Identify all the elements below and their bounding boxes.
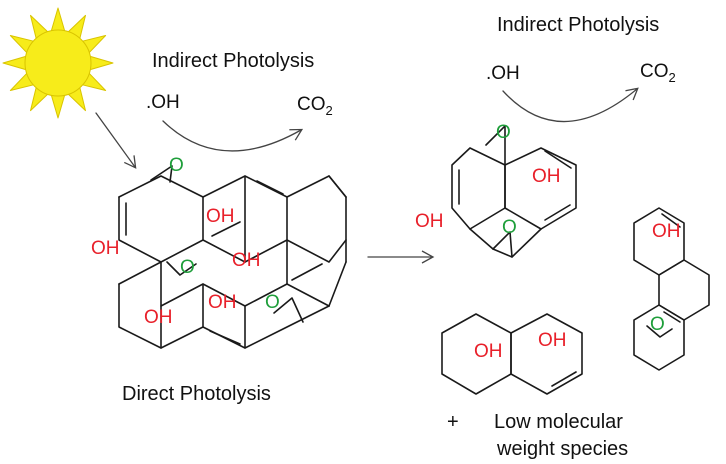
co2-left-main: CO bbox=[297, 94, 326, 115]
indirect-photolysis-right-label: Indirect Photolysis bbox=[497, 14, 659, 36]
oxidized-graphene-molecule bbox=[118, 165, 347, 349]
fragment3-hydroxyl: OH bbox=[652, 221, 681, 242]
co2-left-subscript: 2 bbox=[326, 103, 333, 118]
fragment2-hydroxyl-left: OH bbox=[474, 341, 503, 362]
epoxide-o-right: O bbox=[265, 292, 280, 313]
fragment1-epoxide-o-top: O bbox=[496, 122, 511, 143]
co2-right-label: CO2 bbox=[640, 61, 676, 85]
co2-right-subscript: 2 bbox=[669, 70, 676, 85]
fragment2-hydroxyl-right: OH bbox=[538, 330, 567, 351]
co2-right-main: CO bbox=[640, 61, 669, 82]
plus-sign: + bbox=[447, 411, 459, 433]
hydroxyl-top-center: OH bbox=[206, 206, 235, 227]
hydroxyl-center-right: OH bbox=[232, 250, 261, 271]
low-mw-line1: Low molecular bbox=[494, 411, 623, 433]
sun-icon bbox=[2, 7, 114, 119]
indirect-left-curved-arrow bbox=[162, 120, 304, 152]
epoxide-o-top: O bbox=[169, 155, 184, 176]
indirect-right-curved-arrow bbox=[502, 87, 639, 123]
direct-photolysis-label: Direct Photolysis bbox=[122, 383, 271, 405]
fragment1-epoxide-o-bottom: O bbox=[502, 217, 517, 238]
fragment3-epoxide-o: O bbox=[650, 314, 665, 335]
oh-radical-right-label: .OH bbox=[486, 63, 520, 84]
fragment-decalin-diol bbox=[441, 313, 583, 395]
epoxide-o-center: O bbox=[180, 257, 195, 278]
fragment-tricyclic-stack bbox=[633, 207, 710, 371]
hydroxyl-bottom-left: OH bbox=[144, 307, 173, 328]
co2-left-label: CO2 bbox=[297, 94, 333, 118]
low-mw-line2: weight species bbox=[496, 438, 628, 460]
fragment1-hydroxyl-right: OH bbox=[532, 166, 561, 187]
fragment1-hydroxyl-left: OH bbox=[415, 211, 444, 232]
sun-to-molecule-arrow bbox=[95, 112, 137, 169]
oh-radical-left-label: .OH bbox=[146, 92, 180, 113]
fragment-tricyclic-epoxide bbox=[451, 125, 577, 258]
hydroxyl-left: OH bbox=[91, 238, 120, 259]
indirect-photolysis-left-label: Indirect Photolysis bbox=[152, 50, 314, 72]
hydroxyl-center-lower: OH bbox=[208, 292, 237, 313]
